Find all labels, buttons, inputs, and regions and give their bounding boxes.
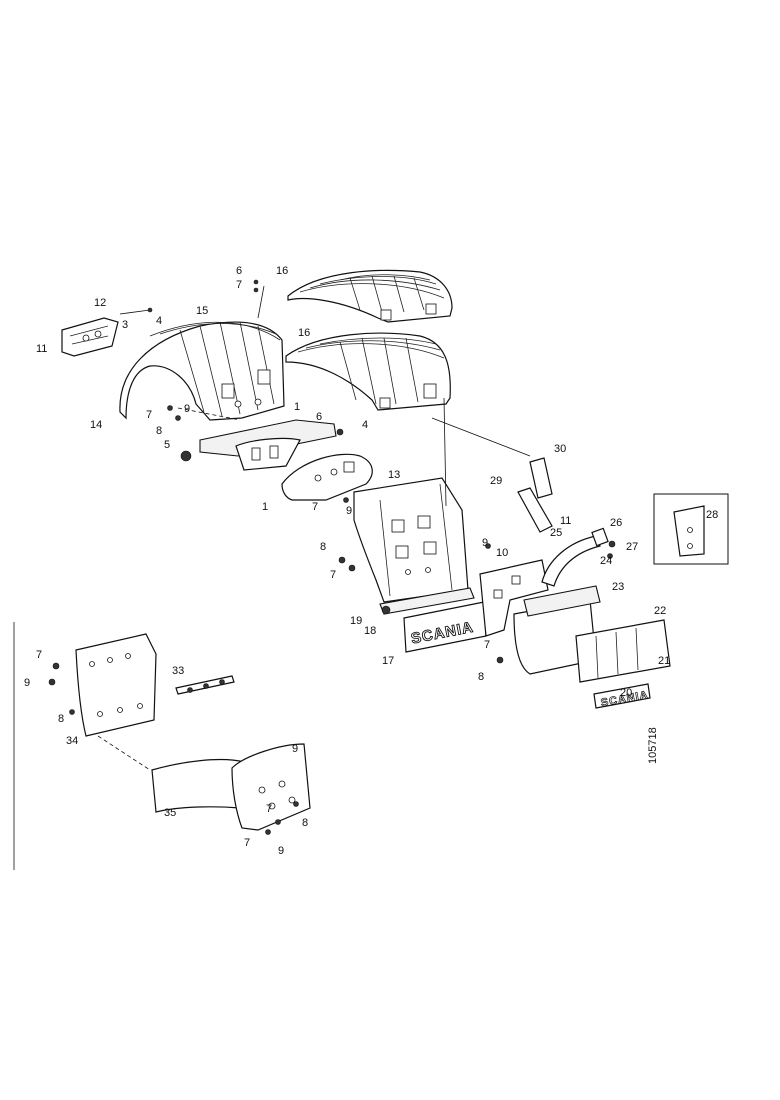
callout-9e: 9 xyxy=(292,743,298,755)
callout-29: 29 xyxy=(490,475,502,487)
mudguard-front-15 xyxy=(119,321,285,421)
callout-9: 9 xyxy=(184,403,190,415)
callout-15: 15 xyxy=(196,305,208,317)
callout-9f: 9 xyxy=(278,845,284,857)
callout-34: 34 xyxy=(66,735,78,747)
callout-12: 12 xyxy=(94,297,106,309)
callout-7e: 7 xyxy=(484,639,490,651)
bracket-12 xyxy=(61,307,153,357)
callout-18: 18 xyxy=(364,625,376,637)
callout-21: 21 xyxy=(658,655,670,667)
bracket-29 xyxy=(517,457,553,533)
callout-25: 25 xyxy=(550,527,562,539)
callout-20: 20 xyxy=(620,687,632,699)
mudguard-rear-16 xyxy=(285,332,451,411)
hose-25 xyxy=(541,527,616,587)
callout-5: 5 xyxy=(164,439,170,451)
callout-7f: 7 xyxy=(36,649,42,661)
dash-34-35 xyxy=(97,735,151,771)
callout-16b: 16 xyxy=(298,327,310,339)
mudflap-panel-13 xyxy=(353,477,469,603)
callout-8b: 8 xyxy=(320,541,326,553)
callout-8e: 8 xyxy=(302,817,308,829)
callout-17: 17 xyxy=(382,655,394,667)
inset-box-28 xyxy=(653,493,729,565)
callout-19: 19 xyxy=(350,615,362,627)
callout-8c: 8 xyxy=(478,671,484,683)
callout-9d: 9 xyxy=(24,677,30,689)
callout-7g: 7 xyxy=(266,803,272,815)
callout-11b: 11 xyxy=(560,515,571,527)
callout-8d: 8 xyxy=(58,713,64,725)
callout-26: 26 xyxy=(610,517,622,529)
callout-13: 13 xyxy=(388,469,400,481)
rod-33 xyxy=(175,675,235,695)
lamp-housing-23 xyxy=(513,585,601,675)
callout-22: 22 xyxy=(654,605,666,617)
callout-7: 7 xyxy=(236,279,242,291)
leader-30 xyxy=(431,417,531,457)
callout-7b: 7 xyxy=(146,409,152,421)
callout-1: 1 xyxy=(294,401,300,413)
callout-9b: 9 xyxy=(346,505,352,517)
callout-7c: 7 xyxy=(312,501,318,513)
callout-9c: 9 xyxy=(482,537,488,549)
callout-6b: 6 xyxy=(316,411,322,423)
callout-3: 3 xyxy=(122,319,128,331)
mounting-bar-18 xyxy=(379,587,475,615)
front-bracket-1 xyxy=(281,453,373,501)
callout-23: 23 xyxy=(612,581,624,593)
flap-35 xyxy=(151,758,245,813)
callout-16: 16 xyxy=(276,265,288,277)
callout-14: 14 xyxy=(90,419,102,431)
callout-7d: 7 xyxy=(330,569,336,581)
callout-7h: 7 xyxy=(244,837,250,849)
callout-11: 11 xyxy=(36,343,47,355)
callout-27: 27 xyxy=(626,541,638,553)
mudguard-upper-16 xyxy=(287,269,453,323)
panel-34 xyxy=(75,633,157,737)
callout-6: 6 xyxy=(236,265,242,277)
callout-33: 33 xyxy=(172,665,184,677)
callout-35: 35 xyxy=(164,807,176,819)
callout-8: 8 xyxy=(156,425,162,437)
callout-24: 24 xyxy=(600,555,612,567)
callout-28: 28 xyxy=(706,509,718,521)
rear-bracket-10 xyxy=(479,559,549,637)
callout-10: 10 xyxy=(496,547,508,559)
bracket-strip-5 xyxy=(180,419,344,471)
drawing-reference: 105718 xyxy=(647,727,659,764)
callout-30: 30 xyxy=(554,443,566,455)
callout-4b: 4 xyxy=(362,419,368,431)
leader-13 xyxy=(443,397,447,507)
callout-1b: 1 xyxy=(262,501,268,513)
fender-panel-lower xyxy=(231,743,311,831)
brand-plate-17: SCANIA xyxy=(403,601,487,653)
callout-4: 4 xyxy=(156,315,162,327)
reflector-22 xyxy=(575,619,671,683)
